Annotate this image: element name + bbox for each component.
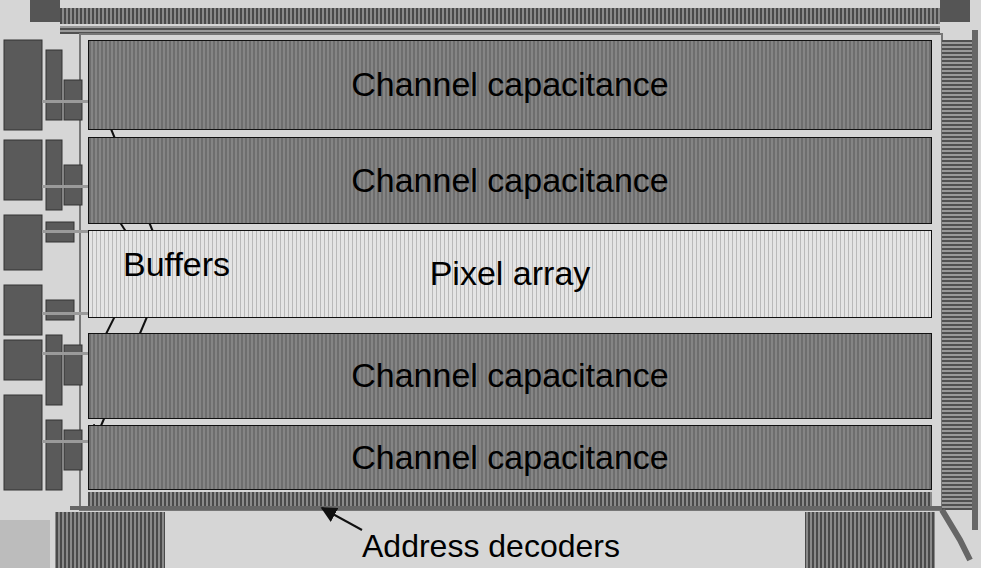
pad-blocks xyxy=(805,512,935,568)
band-label: Channel capacitance xyxy=(351,357,669,394)
callout-label: Address decoders xyxy=(362,529,620,564)
capacitance-band: Channel capacitance xyxy=(88,333,932,419)
top-bus xyxy=(60,26,940,34)
capacitance-band: Channel capacitance xyxy=(88,40,932,130)
address-decoder-row xyxy=(88,492,932,506)
core-frame xyxy=(80,34,942,510)
top-bus xyxy=(60,8,940,24)
pad xyxy=(940,0,970,22)
buffer-wires xyxy=(42,100,88,443)
band-label: Channel capacitance xyxy=(351,66,669,103)
band-label: Channel capacitance xyxy=(351,162,669,199)
band-label: Channel capacitance xyxy=(351,439,669,476)
buffer-blocks xyxy=(4,40,82,490)
capacitance-band: Channel capacitance xyxy=(88,425,932,490)
wire xyxy=(70,506,950,510)
capacitance-band: Channel capacitance xyxy=(88,137,932,224)
right-bus xyxy=(942,40,972,510)
wire xyxy=(942,510,970,560)
band-label: Pixel array xyxy=(430,255,591,292)
pad-blocks xyxy=(55,512,165,568)
right-bus xyxy=(972,30,978,530)
corner xyxy=(0,520,50,568)
callout-label: Buffers xyxy=(123,246,230,283)
pad xyxy=(30,0,60,22)
